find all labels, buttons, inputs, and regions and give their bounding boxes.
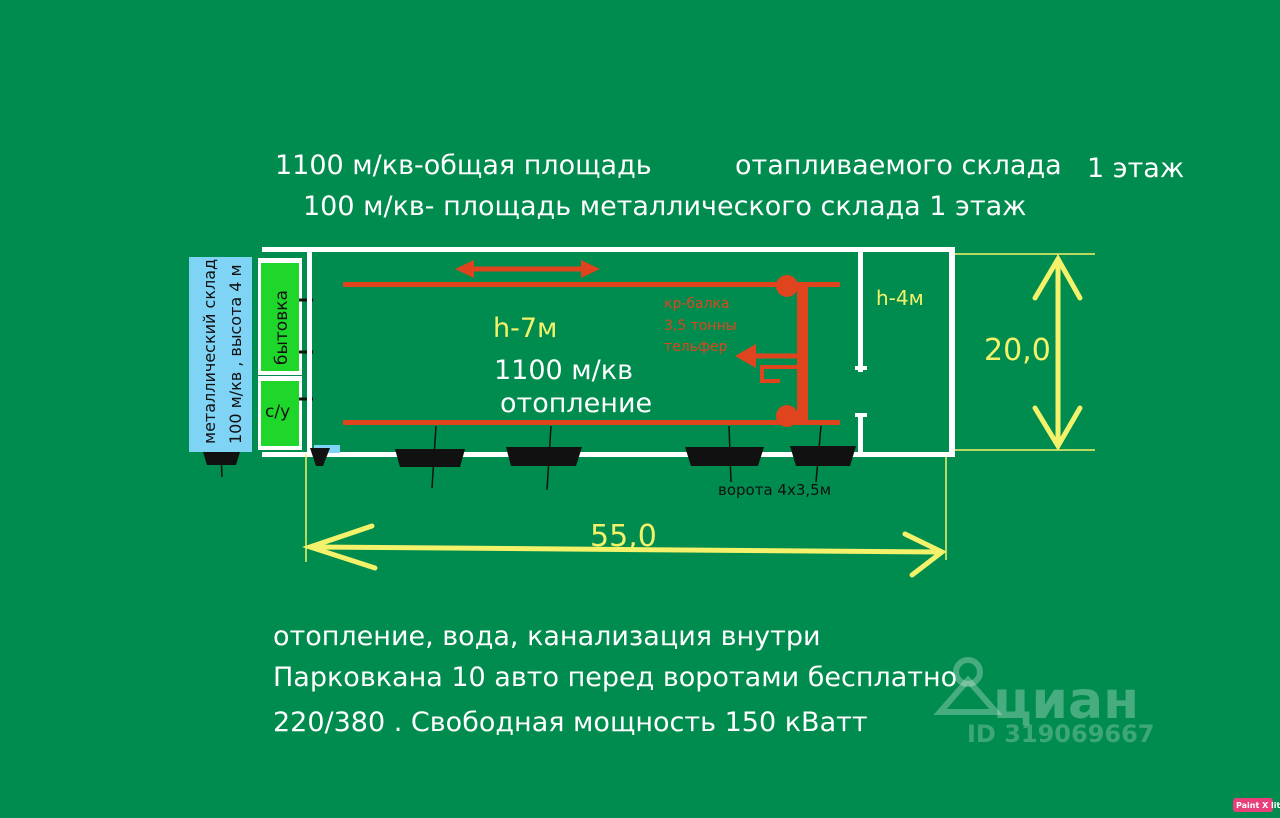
crane-label-2: 3,5 тонны xyxy=(664,318,737,334)
gate-1 xyxy=(395,449,465,467)
header-floor-1: 1 этаж xyxy=(1087,153,1184,184)
crane-rail-bottom xyxy=(343,420,840,425)
header-metal-warehouse-area: 100 м/кв- площадь металлического склада … xyxy=(303,191,1026,222)
room-cabin-label: бытовка xyxy=(272,290,292,365)
dimension-arrow-left xyxy=(302,523,378,571)
main-area-label: 1100 м/кв xyxy=(494,355,633,386)
gate-2 xyxy=(506,447,582,466)
gates-size-label: ворота 4х3,5м xyxy=(718,481,831,499)
dimension-length-label: 55,0 xyxy=(590,519,657,554)
metal-warehouse: металлический склад 100 м/кв , высота 4 … xyxy=(189,257,252,478)
cian-watermark: циан ID 319069667 xyxy=(933,657,1155,748)
crane-system: кр-балка 3,5 тонны тельфер xyxy=(343,260,840,427)
dimension-width-label: 20,0 xyxy=(984,333,1051,368)
paint-x-lite-badge: Paint X lite xyxy=(1233,798,1280,812)
badge-label: Paint X lite xyxy=(1236,801,1280,810)
dimension-arrow-down xyxy=(1032,405,1083,451)
footer-power: 220/380 . Свободная мощность 150 кВатт xyxy=(273,707,868,738)
crane-label-3: тельфер xyxy=(664,339,728,355)
gate-3 xyxy=(685,447,764,466)
metal-warehouse-block xyxy=(189,257,252,452)
room-wc xyxy=(261,381,299,446)
main-height-label: h-7м xyxy=(493,313,557,344)
main-building xyxy=(262,247,955,457)
dimension-length: 55,0 xyxy=(302,454,947,578)
header-total-area: 1100 м/кв-общая площадь xyxy=(275,150,652,181)
crane-label-1: кр-балка xyxy=(664,296,730,312)
gate-4 xyxy=(790,446,856,466)
cian-brand: циан xyxy=(993,671,1139,731)
dimension-width: 20,0 xyxy=(955,253,1095,451)
crane-beam xyxy=(797,283,808,423)
annex-height-label: h-4м xyxy=(876,286,924,310)
cian-listing-id: ID 319069667 xyxy=(967,720,1155,748)
dimension-arrow-right xyxy=(902,531,947,578)
cian-logo-icon xyxy=(953,657,983,687)
metal-warehouse-label: металлический склад xyxy=(200,259,219,444)
gates: ворота 4х3,5м xyxy=(310,425,856,499)
footer-parking: Парковкана 10 авто перед воротами беспла… xyxy=(273,662,957,693)
room-wc-label: с/у xyxy=(265,402,290,422)
footer: отопление, вода, канализация внутри Парк… xyxy=(273,621,957,738)
hoist-arrow xyxy=(735,344,756,368)
crane-rail-top xyxy=(343,282,840,287)
header: 1100 м/кв-общая площадь отапливаемого ск… xyxy=(275,150,1184,222)
rooms: бытовка с/у xyxy=(258,258,313,450)
footer-utilities: отопление, вода, канализация внутри xyxy=(273,621,821,652)
main-heating-label: отопление xyxy=(500,388,652,419)
gate-entrance xyxy=(310,448,330,466)
room-cabin xyxy=(261,263,299,371)
header-heated-warehouse: отапливаемого склада xyxy=(735,150,1062,181)
dimension-arrow-up xyxy=(1032,253,1083,301)
metal-warehouse-size: 100 м/кв , высота 4 м xyxy=(226,264,245,444)
